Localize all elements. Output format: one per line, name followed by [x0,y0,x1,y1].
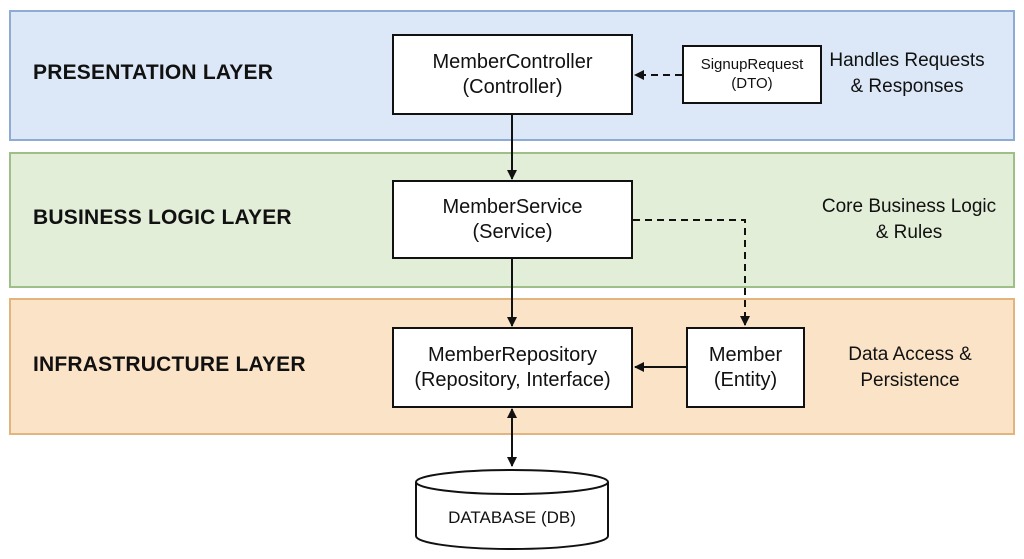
member-service-box: MemberService (Service) [392,180,633,259]
database-cylinder-icon [415,469,609,550]
member-repository-name: MemberRepository [428,343,597,366]
member-repository-box: MemberRepository (Repository, Interface) [392,327,633,408]
member-controller-name: MemberController [432,50,593,73]
presentation-note: Handles Requests & Responses [826,48,988,99]
signup-request-role: (DTO) [731,74,773,92]
business-note: Core Business Logic & Rules [805,194,1013,245]
business-note-line1: Core Business Logic [821,196,997,217]
member-entity-box: Member (Entity) [686,327,805,408]
business-note-line2: & Rules [875,221,943,243]
arrow-service-to-member [633,219,750,326]
member-controller-box: MemberController (Controller) [392,34,633,115]
member-entity-role: (Entity) [713,368,778,391]
member-service-name: MemberService [442,195,583,218]
business-layer-label: BUSINESS LOGIC LAYER [33,206,292,229]
database-label: DATABASE (DB) [448,508,576,527]
infrastructure-note: Data Access & Persistence [830,342,990,393]
infrastructure-layer-label: INFRASTRUCTURE LAYER [33,353,306,376]
signup-request-name: SignupRequest [700,55,804,73]
infrastructure-note-line2: Persistence [860,369,960,391]
signup-request-box: SignupRequest (DTO) [682,45,822,104]
member-controller-role: (Controller) [462,75,563,98]
member-repository-role: (Repository, Interface) [414,368,611,391]
presentation-note-line2: & Responses [850,75,964,97]
member-entity-name: Member [708,343,783,366]
presentation-layer-label: PRESENTATION LAYER [33,61,274,84]
infrastructure-note-line1: Data Access & [848,344,972,365]
member-service-role: (Service) [472,220,553,243]
presentation-note-line1: Handles Requests [829,50,985,71]
